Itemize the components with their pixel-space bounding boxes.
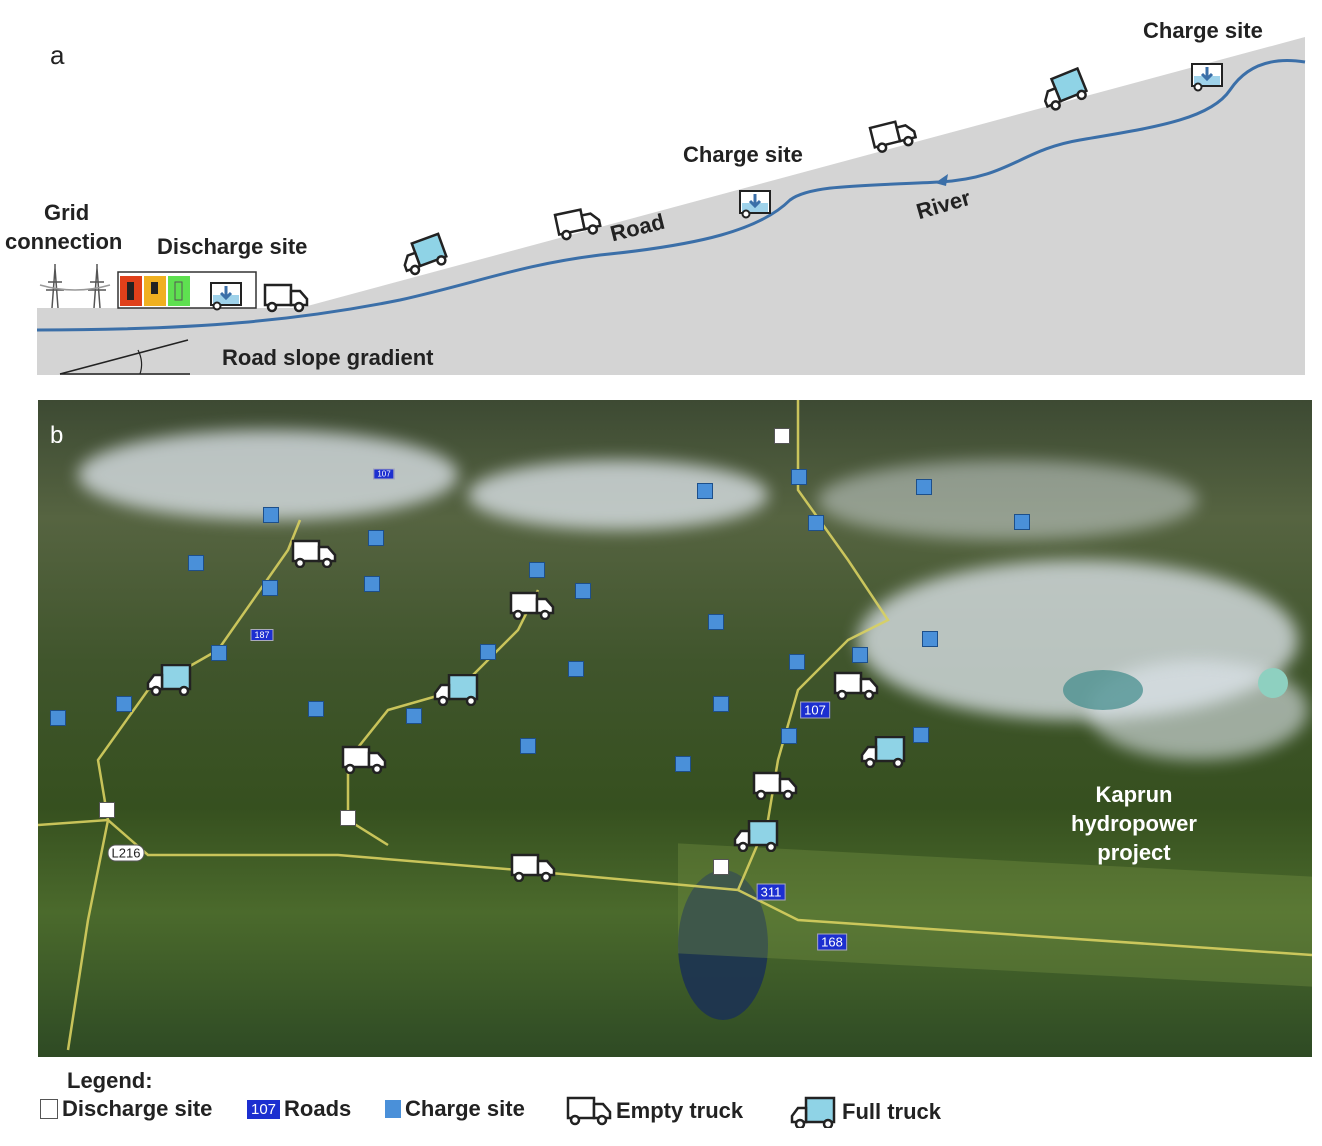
charge-site-marker <box>708 614 724 630</box>
discharge-site-label: Discharge site <box>157 234 308 259</box>
charge-site-icon <box>385 1100 401 1118</box>
river-line <box>36 58 1306 332</box>
charge-site-marker <box>808 515 824 531</box>
legend-full-truck: Full truck <box>790 1096 941 1128</box>
legend-charge-site: Charge site <box>385 1096 525 1122</box>
road-badge-icon: 107 <box>247 1099 281 1119</box>
charge-site-marker <box>116 696 132 712</box>
charge-site-marker <box>791 469 807 485</box>
road-badge: 107 <box>800 701 830 719</box>
charge-station-icon <box>738 189 772 219</box>
legend-discharge-site: Discharge site <box>40 1096 212 1122</box>
grid-connection-label: connection <box>5 229 123 254</box>
charge-site-marker <box>520 738 536 754</box>
charge-site-label: Charge site <box>683 142 803 167</box>
discharge-site-marker <box>99 802 115 818</box>
road-badge: 187 <box>250 629 274 641</box>
empty-truck-icon <box>341 745 387 774</box>
charge-site-marker <box>922 631 938 647</box>
road-badge: 107 <box>373 468 395 480</box>
full-truck-icon <box>146 664 192 696</box>
discharge-station-icon <box>209 281 243 311</box>
charge-site-marker <box>188 555 204 571</box>
empty-truck-icon <box>510 853 556 882</box>
charge-site-marker <box>480 644 496 660</box>
full-truck-icon <box>860 736 906 768</box>
empty-truck-icon <box>566 1096 612 1126</box>
full-truck-icon <box>790 1096 836 1128</box>
panel-b-letter: b <box>50 422 64 449</box>
grid-connection-label: Grid <box>44 200 90 225</box>
charge-site-marker <box>675 756 691 772</box>
discharge-site-icon <box>40 1099 58 1119</box>
panel-a-letter: a <box>50 40 65 70</box>
road-badge: 168 <box>817 933 847 951</box>
roads <box>38 400 1312 1051</box>
charge-site-marker <box>568 661 584 677</box>
charge-site-marker <box>852 647 868 663</box>
empty-truck-icon <box>263 283 309 313</box>
charge-site-marker <box>263 507 279 523</box>
river-arrow-icon <box>935 174 948 186</box>
full-truck-icon <box>433 674 479 706</box>
charge-site-marker <box>368 530 384 546</box>
pylon-icon <box>39 264 111 309</box>
charge-site-marker <box>529 562 545 578</box>
charge-station-icon <box>1190 62 1224 92</box>
full-truck-icon <box>733 820 779 852</box>
charge-site-marker <box>262 580 278 596</box>
charge-site-label: Charge site <box>1143 18 1263 43</box>
charge-site-marker <box>406 708 422 724</box>
charge-site-marker <box>50 710 66 726</box>
battery-green-icon <box>168 276 190 306</box>
charge-site-marker <box>781 728 797 744</box>
charge-site-marker <box>211 645 227 661</box>
road-badge: 311 <box>756 883 786 901</box>
charge-site-marker <box>1014 514 1030 530</box>
empty-truck-icon <box>509 591 555 620</box>
charge-site-marker <box>913 727 929 743</box>
legend-title: Legend: <box>67 1068 153 1093</box>
terrain-slope <box>37 37 1305 375</box>
road-slope-label: Road slope gradient <box>222 345 434 370</box>
lake <box>678 870 768 1020</box>
charge-site-marker <box>916 479 932 495</box>
charge-site-marker <box>713 696 729 712</box>
discharge-site-marker <box>713 859 729 875</box>
slope-angle-icon <box>137 349 143 375</box>
discharge-site-marker <box>774 428 790 444</box>
charge-site-marker <box>789 654 805 670</box>
discharge-site-marker <box>340 810 356 826</box>
charge-site-marker <box>364 576 380 592</box>
charge-site-marker <box>697 483 713 499</box>
empty-truck-icon <box>291 539 337 568</box>
charge-site-marker <box>575 583 591 599</box>
empty-truck-icon <box>833 671 879 700</box>
empty-truck-icon <box>752 771 798 800</box>
road-badge: L216 <box>107 844 145 862</box>
legend-empty-truck: Empty truck <box>566 1096 743 1126</box>
slope-diagram <box>36 37 1306 375</box>
charge-site-marker <box>308 701 324 717</box>
